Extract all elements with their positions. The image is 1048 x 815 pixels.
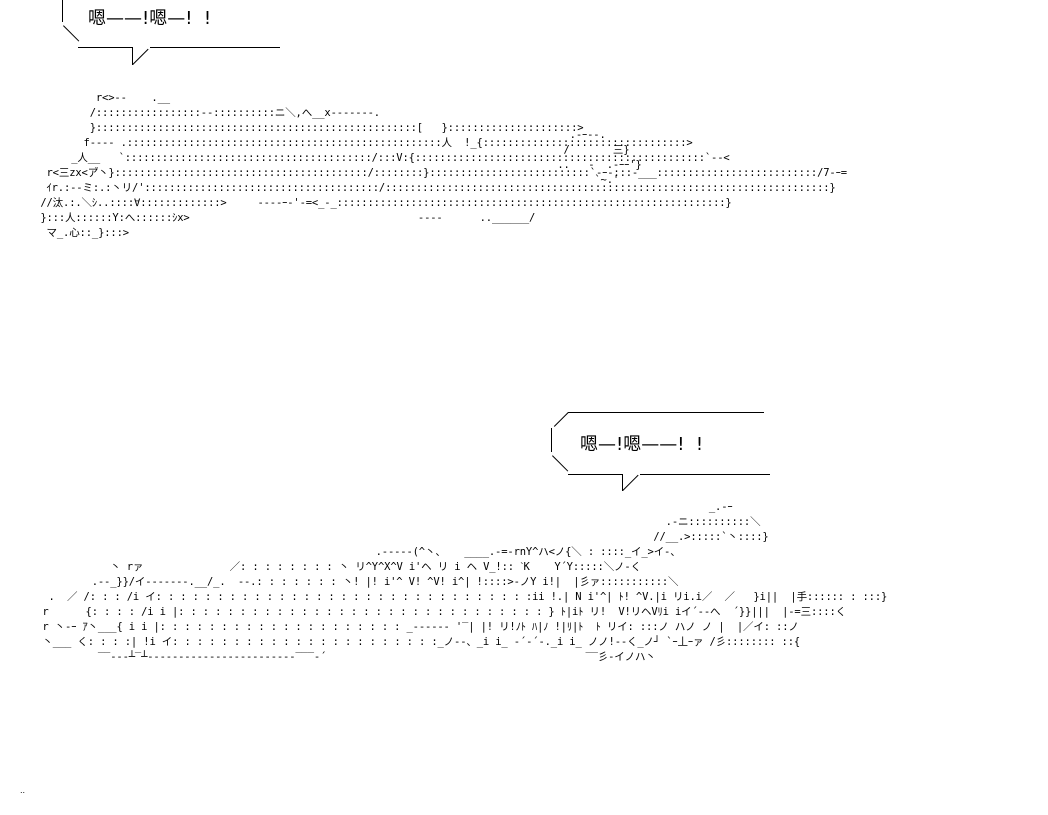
ascii-art-bottom: _.-ｰ .-ニ::::::::::＼ bbox=[42, 501, 888, 663]
bubble2-tail-left bbox=[622, 474, 623, 491]
bubble-tail-right bbox=[132, 48, 149, 65]
bubble2-bottom-right bbox=[640, 474, 770, 475]
bubble-bottom-left bbox=[78, 47, 132, 48]
bubble-tail-left bbox=[132, 47, 133, 65]
speech-text-bottom: 嗯—!嗯——! ! bbox=[580, 434, 704, 455]
bubble2-tail-right bbox=[622, 474, 639, 491]
bubble-left-curve bbox=[63, 25, 80, 42]
bubble-bottom-right bbox=[150, 47, 280, 48]
corner-mark: .. bbox=[20, 786, 26, 795]
bubble2-left-edge bbox=[551, 428, 552, 452]
ascii-art-top-tail: .-ｰ--. / 三} .. - .-ｰｰ'} `~.' bbox=[557, 129, 642, 186]
bubble2-bottom-left bbox=[568, 474, 622, 475]
bubble2-top-curve bbox=[553, 412, 569, 427]
ascii-art-top: r<>-- .__ /:::::::::::::::::--::::::::::… bbox=[40, 92, 847, 239]
speech-text-top: 嗯——!嗯—! ! bbox=[88, 8, 212, 29]
bubble2-top bbox=[568, 412, 764, 413]
bubble-left-edge bbox=[62, 0, 63, 22]
bubble2-bottom-curve bbox=[552, 455, 569, 472]
